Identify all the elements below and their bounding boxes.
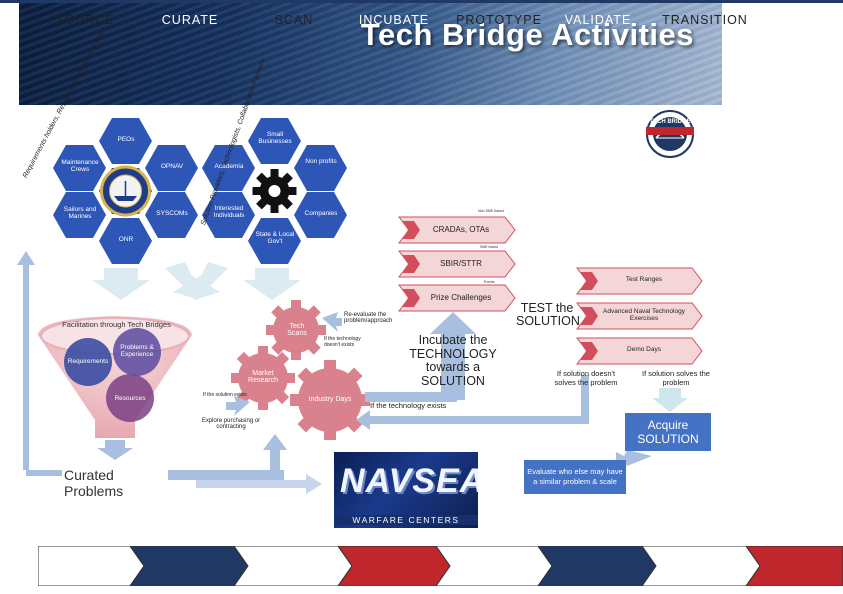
acquire-solution-box: Acquire SOLUTION	[625, 413, 711, 451]
gear-label: Market Research	[248, 370, 278, 384]
incubate-item: SBIR/STTR	[440, 259, 482, 268]
funnel	[38, 316, 192, 460]
funnel-title: Facilitation through Tech Bridges	[62, 320, 171, 329]
step-scan: SCAN	[274, 13, 314, 27]
flow-lines	[356, 375, 589, 430]
hex-label: State & Local Gov't	[255, 231, 295, 245]
reevaluate-label: Re-evaluate the problem/approach	[344, 312, 393, 324]
solution-exists-label: If the solution exists	[203, 392, 247, 398]
navsea-wordmark: NAVSEA	[340, 462, 478, 500]
test-item: Demo Days	[627, 346, 661, 353]
test-item: Advanced Naval Technology Exercises	[603, 308, 685, 322]
incubate-arrow	[430, 312, 476, 400]
incubate-tag: Non-SME based	[478, 209, 504, 213]
banner-title: Tech Bridge Activities	[360, 17, 694, 52]
hex-label: Companies	[304, 210, 338, 217]
hex-label: OPNAV	[160, 163, 184, 170]
test-chevrons	[575, 267, 703, 365]
left-hex-cluster	[53, 118, 198, 264]
navsea-logo: NAVSEA WARFARE CENTERS	[334, 452, 478, 528]
gear-label: Tech Scans	[287, 323, 307, 337]
incubate-label: Incubate the TECHNOLOGY towards a SOLUTI…	[409, 333, 497, 388]
tech-exists-label: If the technology exists	[370, 401, 447, 410]
step-validate: VALIDATE	[564, 13, 632, 27]
source-arrows	[92, 262, 301, 300]
gear-arrows	[226, 312, 342, 416]
hex-label: Academia	[214, 163, 244, 170]
hex-label: Sailors and Marines	[63, 206, 97, 220]
tech-doesnt-exist-label: If the technology doesn't exists	[324, 336, 361, 348]
test-label: TEST the SOLUTION	[516, 301, 580, 328]
test-item: Test Ranges	[625, 276, 663, 283]
funnel-circle-label: Requirements	[67, 358, 109, 365]
hex-label: SYSCOMs	[156, 210, 188, 217]
hex-label: Interested Individuals	[213, 205, 245, 219]
explore-label: Explore purchasing or contracting	[201, 418, 261, 430]
curated-problems-label: Curated Problems	[64, 467, 124, 499]
hex-label: PEOs	[117, 136, 135, 143]
funnel-circle-label: Problems & Experience	[120, 344, 154, 358]
gear-label: Industry Days	[308, 396, 352, 403]
banner: Tech Bridge Activities	[19, 3, 722, 105]
gears	[231, 300, 370, 440]
step-sustain: SUSTAIN	[770, 13, 832, 27]
hex-label: Maintenance Crews	[61, 159, 99, 173]
hex-label: Non profits	[305, 158, 337, 165]
step-curate: CURATE	[161, 13, 219, 27]
funnel-circle-label: Resources	[114, 395, 146, 402]
curated-arrows	[168, 434, 322, 494]
step-incubate: INCUBATE	[358, 13, 430, 27]
hex-label: Small Businesses	[258, 131, 292, 145]
hex-label: ONR	[118, 236, 134, 243]
doesnt-solve-label: If solution doesn't solves the problem	[554, 369, 618, 387]
feedback-loop	[23, 262, 62, 476]
banner-texture	[19, 3, 722, 105]
solves-label: If solution solves the problem	[642, 369, 710, 387]
step-source: SOURCE	[55, 13, 115, 27]
incubate-tag: Events	[484, 280, 495, 284]
step-transition: TRANSITION	[662, 13, 748, 27]
lifecycle-steps-bar	[38, 546, 843, 586]
incubate-item: Prize Challenges	[430, 293, 492, 302]
tech-bridge-logo	[646, 110, 694, 158]
evaluate-box: Evaluate who else may have a similar pro…	[524, 460, 626, 494]
step-prototype: PROTOTYPE	[456, 13, 542, 27]
incubate-chevrons	[397, 216, 516, 312]
top-rule	[0, 0, 843, 3]
acquire-arrow	[652, 388, 688, 412]
incubate-item: CRADAs, OTAs	[432, 225, 490, 234]
logo-text: TECH BRIDGE	[649, 119, 691, 125]
gear-icon	[252, 169, 297, 213]
incubate-tag: SME based	[480, 245, 499, 249]
navsea-subtitle: WARFARE CENTERS	[334, 515, 478, 525]
